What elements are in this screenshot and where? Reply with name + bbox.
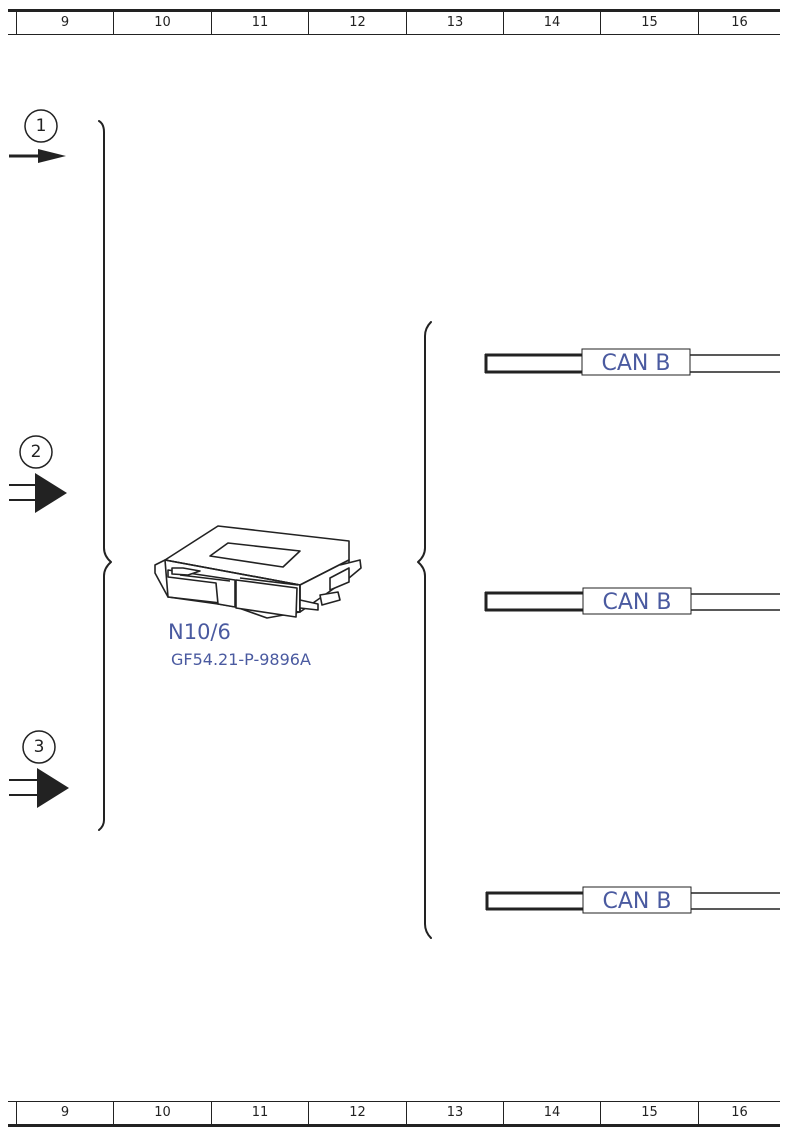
ruler-cell: 13 bbox=[406, 12, 503, 34]
connector-number-3: 3 bbox=[33, 737, 45, 757]
ruler-cell: 16 bbox=[698, 12, 780, 34]
module-name: N10/6 bbox=[168, 620, 231, 644]
ruler-cell: 15 bbox=[600, 1102, 698, 1124]
connector-arrow-1 bbox=[9, 109, 66, 163]
ruler-cell: 13 bbox=[406, 1102, 503, 1124]
can-bus-label-3: CAN B bbox=[602, 889, 672, 914]
can-bus-label-2: CAN B bbox=[602, 590, 672, 615]
ruler-cell: 15 bbox=[600, 12, 698, 34]
module-reference: GF54.21-P-9896A bbox=[171, 650, 311, 669]
ruler-cell: 12 bbox=[308, 12, 406, 34]
column-ruler-bottom: 9 10 11 12 13 14 15 16 bbox=[8, 1101, 780, 1127]
ruler-cell: 14 bbox=[503, 1102, 600, 1124]
connector-number-2: 2 bbox=[30, 442, 42, 462]
ruler-cell: 10 bbox=[113, 1102, 211, 1124]
control-module-illustration bbox=[154, 525, 362, 619]
can-bus-line-2 bbox=[484, 587, 780, 615]
ruler-cell: 9 bbox=[16, 12, 113, 34]
can-bus-line-1 bbox=[484, 348, 780, 376]
connector-arrow-3 bbox=[9, 730, 69, 808]
ruler-cell: 14 bbox=[503, 12, 600, 34]
left-brace bbox=[98, 120, 112, 831]
ruler-cell: 11 bbox=[211, 12, 308, 34]
ruler-cell: 10 bbox=[113, 12, 211, 34]
ruler-cell: 16 bbox=[698, 1102, 780, 1124]
column-ruler-top: 9 10 11 12 13 14 15 16 bbox=[8, 9, 780, 35]
ruler-cell: 12 bbox=[308, 1102, 406, 1124]
can-bus-line-3 bbox=[485, 886, 780, 914]
connector-arrow-2 bbox=[9, 435, 67, 513]
connector-number-1: 1 bbox=[35, 116, 47, 136]
ruler-cell: 11 bbox=[211, 1102, 308, 1124]
ruler-cell: 9 bbox=[16, 1102, 113, 1124]
can-bus-label-1: CAN B bbox=[601, 351, 671, 376]
right-brace bbox=[417, 321, 432, 939]
